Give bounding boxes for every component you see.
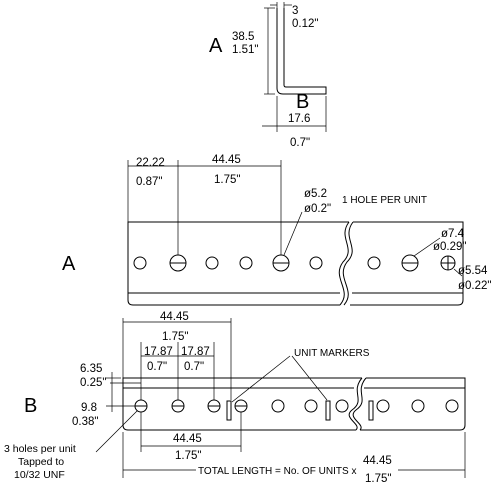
rail-b-label: B xyxy=(24,395,37,417)
angle-outline xyxy=(276,8,327,95)
tapped-hole xyxy=(335,399,349,413)
angle-profile: A 38.5 1.51" 3 0.12" B 17.6 0.7" xyxy=(209,2,327,149)
holes-note-line-1: 3 holes per unit xyxy=(4,443,76,455)
hole xyxy=(133,256,147,270)
bottom-pitch-mm: 44.45 xyxy=(173,433,202,445)
tapped-hole xyxy=(304,399,318,413)
hole xyxy=(367,256,381,270)
unit-marker xyxy=(325,400,331,421)
b-pitch-in: 1.75" xyxy=(162,331,188,343)
leader-line xyxy=(413,237,441,257)
leader-line xyxy=(291,355,328,401)
offset-mm: 22.22 xyxy=(136,157,165,169)
sub1-in: 0.7" xyxy=(147,361,167,373)
hole xyxy=(309,256,323,270)
edge-mm: 6.35 xyxy=(80,363,102,375)
offset-in: 0.87" xyxy=(136,176,162,188)
pitch-mm: 44.45 xyxy=(212,154,241,166)
sub2-mm: 17.87 xyxy=(181,346,210,358)
small-hole-mm: ø5.2 xyxy=(304,188,327,200)
sub2-in: 0.7" xyxy=(184,361,204,373)
rail-a-label: A xyxy=(62,253,76,275)
b-height-mm: 9.8 xyxy=(81,402,97,414)
hole xyxy=(205,256,219,270)
rail-b: B 44.45 1.75" 17.87 0.7" 17.87 0.7" UNIT… xyxy=(4,311,466,485)
end-hole-in: ø0.22" xyxy=(458,280,492,292)
profile-thickness-mm: 3 xyxy=(292,5,298,17)
profile-section-label-b: B xyxy=(296,91,309,113)
unit-markers-label: UNIT MARKERS xyxy=(294,348,370,359)
bottom-pitch-in: 1.75" xyxy=(175,450,201,462)
profile-height-in: 1.51" xyxy=(232,44,258,56)
small-hole-in: ø0.2" xyxy=(304,203,331,215)
profile-flange-mm: 17.6 xyxy=(288,113,310,125)
leader-line xyxy=(231,355,291,403)
leader-line xyxy=(283,211,303,256)
edge-in: 0.25" xyxy=(80,377,106,389)
large-hole-in: ø0.29" xyxy=(433,241,467,253)
profile-section-label: A xyxy=(209,35,223,57)
leader-line xyxy=(95,410,138,453)
profile-thickness-in: 0.12" xyxy=(292,18,318,30)
leader-line xyxy=(453,268,463,277)
profile-flange-in: 0.7" xyxy=(290,137,310,149)
end-hole-mm: ø5.54 xyxy=(458,265,488,277)
break-line xyxy=(342,221,354,306)
hole-note: 1 HOLE PER UNIT xyxy=(342,195,427,206)
total-mm: 44.45 xyxy=(363,455,392,467)
tapped-hole xyxy=(376,399,390,413)
tapped-hole xyxy=(271,399,285,413)
break-line xyxy=(352,377,367,431)
total-in: 1.75" xyxy=(365,473,391,485)
tapped-hole xyxy=(445,399,459,413)
b-height-in: 0.38" xyxy=(72,416,98,428)
break-line xyxy=(338,221,350,306)
tapped-hole xyxy=(411,399,425,413)
profile-height-mm: 38.5 xyxy=(232,31,254,43)
hole xyxy=(239,256,253,270)
pitch-in: 1.75" xyxy=(214,174,240,186)
sub1-mm: 17.87 xyxy=(144,346,173,358)
rail-b-outline-right xyxy=(360,377,466,431)
rail-a: A 22.22 0.87" 44.45 1.75" ø5.2 ø0.2" 1 H… xyxy=(62,154,492,306)
large-hole-mm: ø7.4 xyxy=(441,228,465,240)
b-pitch-mm: 44.45 xyxy=(160,311,189,323)
holes-note-line-3: 10/32 UNF xyxy=(14,469,65,481)
holes-note-line-2: Tapped to xyxy=(18,456,64,468)
rail-a-outline-left xyxy=(127,221,349,306)
break-line xyxy=(348,377,363,431)
rail-a-outline-right xyxy=(350,221,464,306)
unit-marker xyxy=(368,400,374,421)
total-length-label: TOTAL LENGTH = No. OF UNITS x xyxy=(198,466,356,477)
unit-marker xyxy=(226,400,232,421)
